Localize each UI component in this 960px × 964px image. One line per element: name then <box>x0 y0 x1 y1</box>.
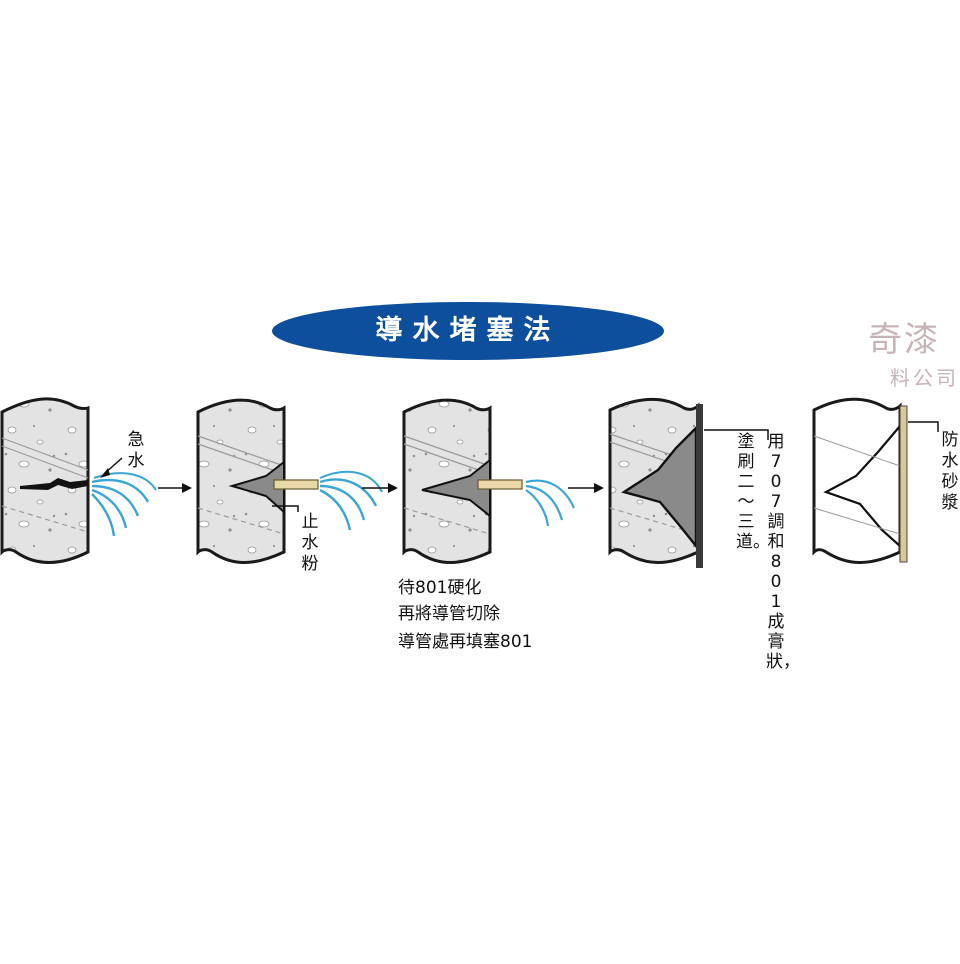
plug-4 <box>621 425 698 550</box>
label-step3-line1: 待801硬化 <box>398 578 482 598</box>
panel-3-hardened-plug <box>402 398 576 564</box>
wall-1 <box>0 397 90 564</box>
panel-4-coating <box>608 397 769 568</box>
label-stop-powder: 止水粉 <box>301 512 319 574</box>
coating-layer-4 <box>696 404 703 568</box>
panel-5-mortar <box>812 397 939 564</box>
crack-1 <box>20 478 88 490</box>
label-step3-line2: 再將導管切除 <box>398 604 500 624</box>
title-text: 導水堵塞法 <box>375 315 561 346</box>
watermark-line2: 料公司 <box>890 366 959 390</box>
water-jet-1 <box>91 472 157 537</box>
pipe-3 <box>477 479 523 490</box>
label-step4-col2: 塗刷二～三道。 <box>736 432 770 552</box>
pipe-2 <box>273 479 319 490</box>
panel-2-pipe-plug <box>196 398 383 564</box>
title-banner-ellipse <box>272 302 664 360</box>
wall-5 <box>812 397 902 564</box>
wall-2 <box>196 398 286 564</box>
label-step3-line3: 導管處再填塞801 <box>398 632 533 652</box>
label-waterproof-mortar: 防水砂漿 <box>941 430 959 513</box>
mortar-layer-5 <box>899 405 908 563</box>
panel-1-crack-leak <box>0 397 157 564</box>
water-jet-3 <box>525 479 576 527</box>
arrow-3 <box>568 483 604 493</box>
plug-3 <box>421 457 491 519</box>
arrow-1 <box>158 483 192 493</box>
plug-2 <box>228 459 285 515</box>
watermark-logo: 奇漆 料公司 <box>868 312 960 396</box>
water-jet-2 <box>319 470 383 531</box>
crack-outline-5 <box>823 425 901 547</box>
label-step4-col1: 用707調和801成膏狀， <box>766 432 800 672</box>
wall-3 <box>402 398 492 564</box>
label-rushing-water: 急水 <box>127 430 145 471</box>
watermark-line1: 奇漆 <box>868 320 940 360</box>
arrow-2 <box>362 483 398 493</box>
